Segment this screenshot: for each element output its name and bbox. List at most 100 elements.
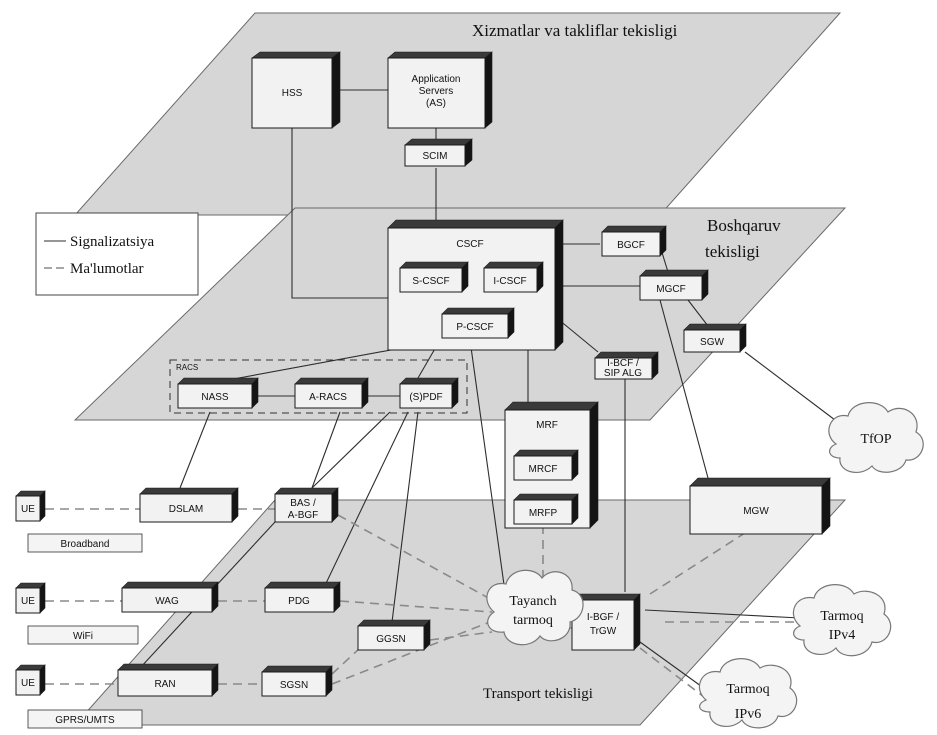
s-cscf-node[interactable]: S-CSCF: [399, 261, 469, 293]
wag-node[interactable]: WAG: [121, 581, 219, 613]
mgcf-label: MGCF: [656, 284, 685, 295]
p-cscf-label: P-CSCF: [456, 322, 493, 333]
ipv6-cloud-line2: IPv6: [735, 707, 761, 722]
hss-node[interactable]: HSS: [251, 51, 341, 129]
core-network-cloud[interactable]: Tayanch tarmoq: [486, 569, 584, 646]
access-broadband-label: Broadband: [61, 539, 110, 550]
i-bcf-label-line1: I-BCF /: [607, 358, 639, 369]
ran-label: RAN: [154, 679, 175, 690]
bgcf-node[interactable]: BGCF: [601, 225, 667, 257]
core-cloud-line2: tarmoq: [513, 613, 553, 628]
link-spdf-ggsn: [391, 411, 419, 623]
mgw-label: MGW: [743, 506, 769, 517]
access-broadband-tag: Broadband: [27, 533, 143, 553]
link-spdf-bas: [311, 411, 391, 489]
ipv4-cloud-line1: Tarmoq: [820, 609, 863, 624]
mrfp-label: MRFP: [529, 508, 558, 519]
spdf-label: (S)PDF: [409, 392, 442, 403]
tfop-cloud-label: TfOP: [860, 432, 891, 447]
as-label-line2: Servers: [419, 86, 453, 97]
link-ibgf-ipv4: [644, 609, 801, 619]
racs-group-frame: [169, 359, 468, 414]
nass-node[interactable]: NASS: [177, 377, 259, 409]
pdg-node[interactable]: PDG: [264, 581, 341, 613]
access-gprs-tag: GPRS/UMTS: [27, 709, 143, 729]
ue-wifi-label: UE: [21, 596, 35, 607]
bgcf-label: BGCF: [617, 240, 645, 251]
ran-node[interactable]: RAN: [117, 663, 219, 697]
pdg-label: PDG: [288, 596, 310, 607]
dslam-label: DSLAM: [169, 504, 203, 515]
ipv4-cloud-line2: IPv4: [829, 628, 855, 643]
link-nass-dslam: [179, 411, 211, 489]
legend-signaling-label: Signalizatsiya: [70, 234, 154, 250]
a-racs-node[interactable]: A-RACS: [294, 377, 369, 409]
nass-label: NASS: [201, 392, 229, 403]
p-cscf-node[interactable]: P-CSCF: [441, 307, 515, 339]
link-hss-cscf: [291, 128, 390, 299]
i-bgf-node[interactable]: I-BGF / TrGW: [571, 593, 641, 651]
ue-gprs-node[interactable]: UE: [15, 664, 46, 696]
mrfp-node[interactable]: MRFP: [513, 493, 579, 525]
link-mgcf-mgw: [659, 299, 709, 479]
as-label-line3: (AS): [426, 98, 446, 109]
mgcf-node[interactable]: MGCF: [639, 269, 709, 301]
ggsn-node[interactable]: GGSN: [357, 619, 431, 651]
access-gprs-label: GPRS/UMTS: [55, 715, 115, 726]
i-cscf-node[interactable]: I-CSCF: [483, 261, 544, 293]
bas-node[interactable]: BAS / A-BGF: [274, 487, 339, 523]
control-plane-title-line2: tekisligi: [705, 242, 760, 261]
mgw-node[interactable]: MGW: [689, 477, 831, 535]
sgsn-label: SGSN: [280, 680, 308, 691]
hss-label: HSS: [282, 88, 303, 99]
link-aracs-bas: [311, 411, 341, 489]
access-wifi-label: WiFi: [73, 631, 93, 642]
data-sgsn-ggsn: [331, 647, 361, 675]
as-label-line1: Application: [412, 74, 461, 85]
legend-box: [35, 212, 199, 296]
link-spdf-pdg: [317, 411, 409, 601]
transport-plane-title: Transport tekisligi: [483, 686, 593, 702]
ue-broadband-label: UE: [21, 504, 35, 515]
ggsn-label: GGSN: [376, 634, 405, 645]
dslam-node[interactable]: DSLAM: [139, 487, 239, 523]
application-servers-node[interactable]: Application Servers (AS): [387, 51, 493, 129]
data-pdg-core: [339, 600, 493, 613]
s-cscf-label: S-CSCF: [412, 276, 449, 287]
i-bgf-label-line2: TrGW: [590, 626, 617, 637]
ue-broadband-node[interactable]: UE: [15, 490, 46, 522]
mrcf-node[interactable]: MRCF: [513, 449, 579, 481]
ipv6-cloud[interactable]: Tarmoq IPv6: [698, 658, 798, 729]
link-mgcf-sgw: [687, 299, 709, 327]
mrf-label: MRF: [536, 420, 558, 431]
legend-data-label: Ma'lumotlar: [70, 261, 144, 277]
data-ggsn-core: [429, 631, 493, 641]
i-cscf-label: I-CSCF: [493, 276, 526, 287]
access-wifi-tag: WiFi: [27, 625, 139, 645]
services-plane-title: Xizmatlar va takliflar tekisligi: [472, 21, 678, 40]
ue-wifi-node[interactable]: UE: [15, 582, 46, 614]
scim-label: SCIM: [423, 151, 448, 162]
i-bcf-node[interactable]: I-BCF / SIP ALG: [594, 351, 659, 380]
tfop-cloud[interactable]: TfOP: [828, 402, 924, 474]
bas-label-line1: BAS /: [290, 498, 316, 509]
ipv6-cloud-line1: Tarmoq: [726, 682, 769, 697]
ue-gprs-label: UE: [21, 678, 35, 689]
i-bcf-label-line2: SIP ALG: [604, 368, 642, 379]
sgw-label: SGW: [700, 337, 724, 348]
scim-node[interactable]: SCIM: [404, 138, 473, 167]
link-sgw-tfop: [744, 351, 836, 421]
a-racs-label: A-RACS: [309, 392, 347, 403]
ipv4-cloud[interactable]: Tarmoq IPv4: [792, 584, 892, 657]
core-cloud-line1: Tayanch: [509, 594, 556, 609]
i-bgf-label-line1: I-BGF /: [587, 612, 619, 623]
spdf-node[interactable]: (S)PDF: [399, 377, 459, 409]
racs-group-label: RACS: [176, 363, 198, 372]
cscf-label: CSCF: [456, 239, 483, 250]
sgsn-node[interactable]: SGSN: [261, 665, 333, 697]
sgw-node[interactable]: SGW: [683, 323, 747, 353]
mrcf-label: MRCF: [529, 464, 558, 475]
link-pcscf-core: [469, 339, 506, 593]
control-plane-title-line1: Boshqaruv: [707, 216, 781, 235]
